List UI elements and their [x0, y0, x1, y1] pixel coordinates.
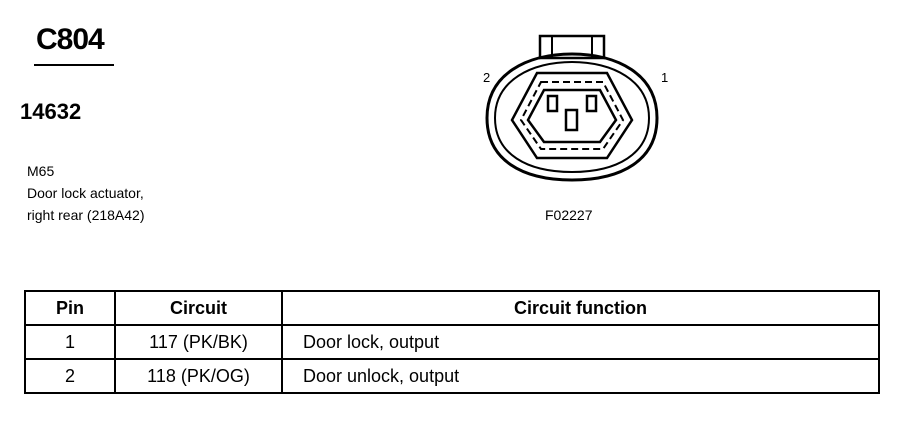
- cell-pin: 2: [24, 358, 116, 394]
- figure-code: F02227: [545, 207, 593, 223]
- header-circuit-function: Circuit function: [281, 290, 880, 326]
- connector-latch-tab: [538, 34, 606, 60]
- connector-face-diagram: [485, 34, 659, 182]
- component-description: M65 Door lock actuator, right rear (218A…: [27, 160, 145, 226]
- cell-circuit: 118 (PK/OG): [114, 358, 283, 394]
- terminal-keyway: [564, 108, 579, 132]
- connector-seal-outline: [519, 81, 625, 150]
- connector-id-underline: [34, 64, 114, 66]
- terminal-1: [585, 94, 598, 113]
- component-location: right rear (218A42): [27, 207, 145, 223]
- cell-function: Door lock, output: [281, 324, 880, 360]
- header-pin: Pin: [24, 290, 116, 326]
- connector-housing-outline: [485, 52, 659, 182]
- cell-pin: 1: [24, 324, 116, 360]
- cell-function: Door unlock, output: [281, 358, 880, 394]
- pin-label-1: 1: [661, 70, 669, 85]
- table-row: 1 117 (PK/BK) Door lock, output: [24, 324, 880, 360]
- connector-id: C804: [36, 23, 105, 56]
- table-row: 2 118 (PK/OG) Door unlock, output: [24, 358, 880, 394]
- connector-cavity-face: [526, 88, 618, 144]
- part-number: 14632: [20, 99, 82, 124]
- pinout-table: Pin Circuit Circuit function 1 117 (PK/B…: [24, 290, 880, 394]
- pin-label-2: 2: [483, 70, 491, 85]
- component-code: M65: [27, 163, 55, 179]
- header-circuit: Circuit: [114, 290, 283, 326]
- cell-circuit: 117 (PK/BK): [114, 324, 283, 360]
- connector-shroud: [510, 71, 634, 160]
- component-name: Door lock actuator,: [27, 185, 144, 201]
- table-header-row: Pin Circuit Circuit function: [24, 290, 880, 326]
- terminal-2: [546, 94, 559, 113]
